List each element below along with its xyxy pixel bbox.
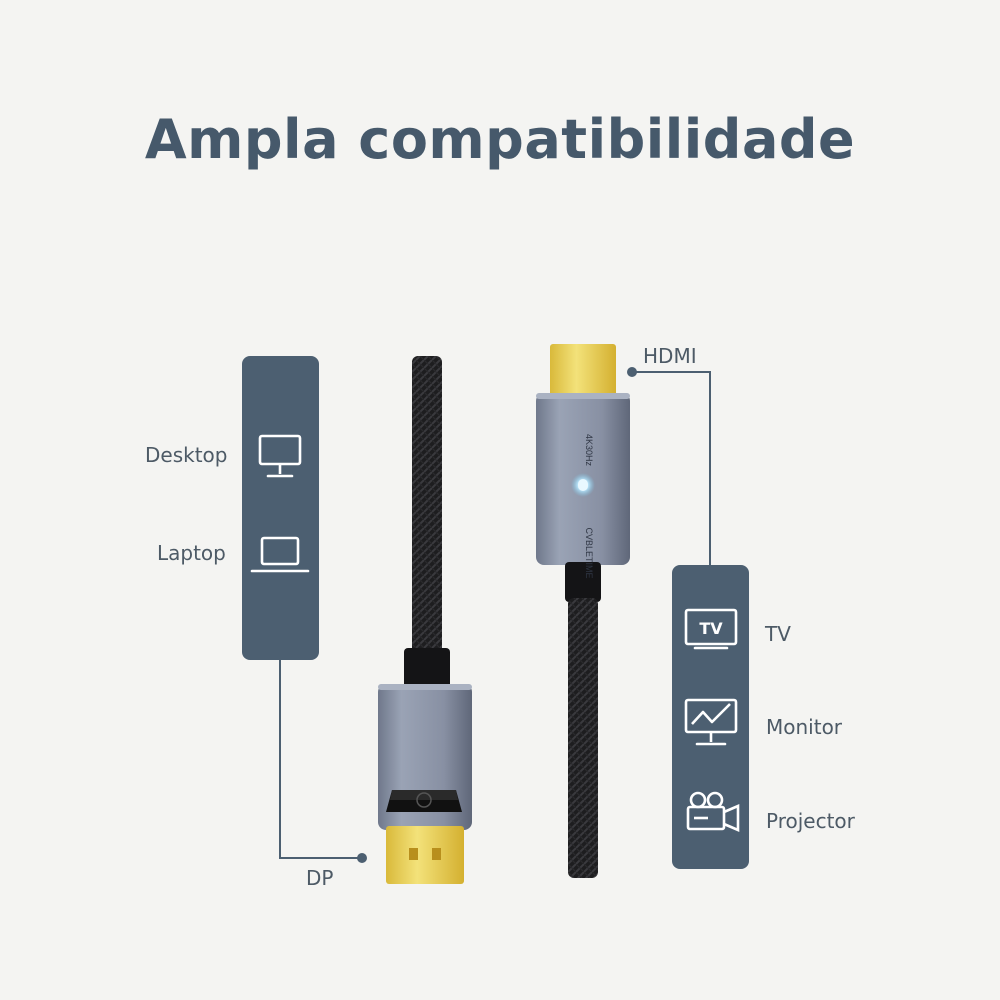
- hdmi-leader-line: [632, 371, 711, 565]
- projector-label: Projector: [766, 809, 855, 833]
- brand-text: CVBLETIME: [584, 527, 594, 578]
- page-title: Ampla compatibilidade: [144, 108, 856, 171]
- tv-icon: [684, 608, 738, 650]
- spec-text: 4K30Hz: [584, 434, 594, 467]
- hdmi-cable: [536, 344, 630, 878]
- monitor-label: Monitor: [766, 715, 843, 739]
- laptop-icon: [250, 536, 310, 573]
- hdmi-leader-dot: [627, 367, 637, 377]
- dp-leader-line: [279, 660, 360, 859]
- laptop-label: Laptop: [157, 541, 226, 565]
- dp-cable: [378, 356, 472, 884]
- desktop-monitor-icon: [258, 434, 302, 478]
- dp-label: DP: [306, 866, 334, 890]
- tv-label: TV: [765, 622, 791, 646]
- video-camera-icon: [686, 791, 740, 832]
- svg-text:TV: TV: [699, 619, 723, 638]
- hdmi-label: HDMI: [643, 344, 697, 368]
- dp-leader-dot: [357, 853, 367, 863]
- desktop-label: Desktop: [145, 443, 228, 467]
- monitor-chart-icon: [684, 698, 738, 746]
- dp-devices-panel: [242, 356, 319, 660]
